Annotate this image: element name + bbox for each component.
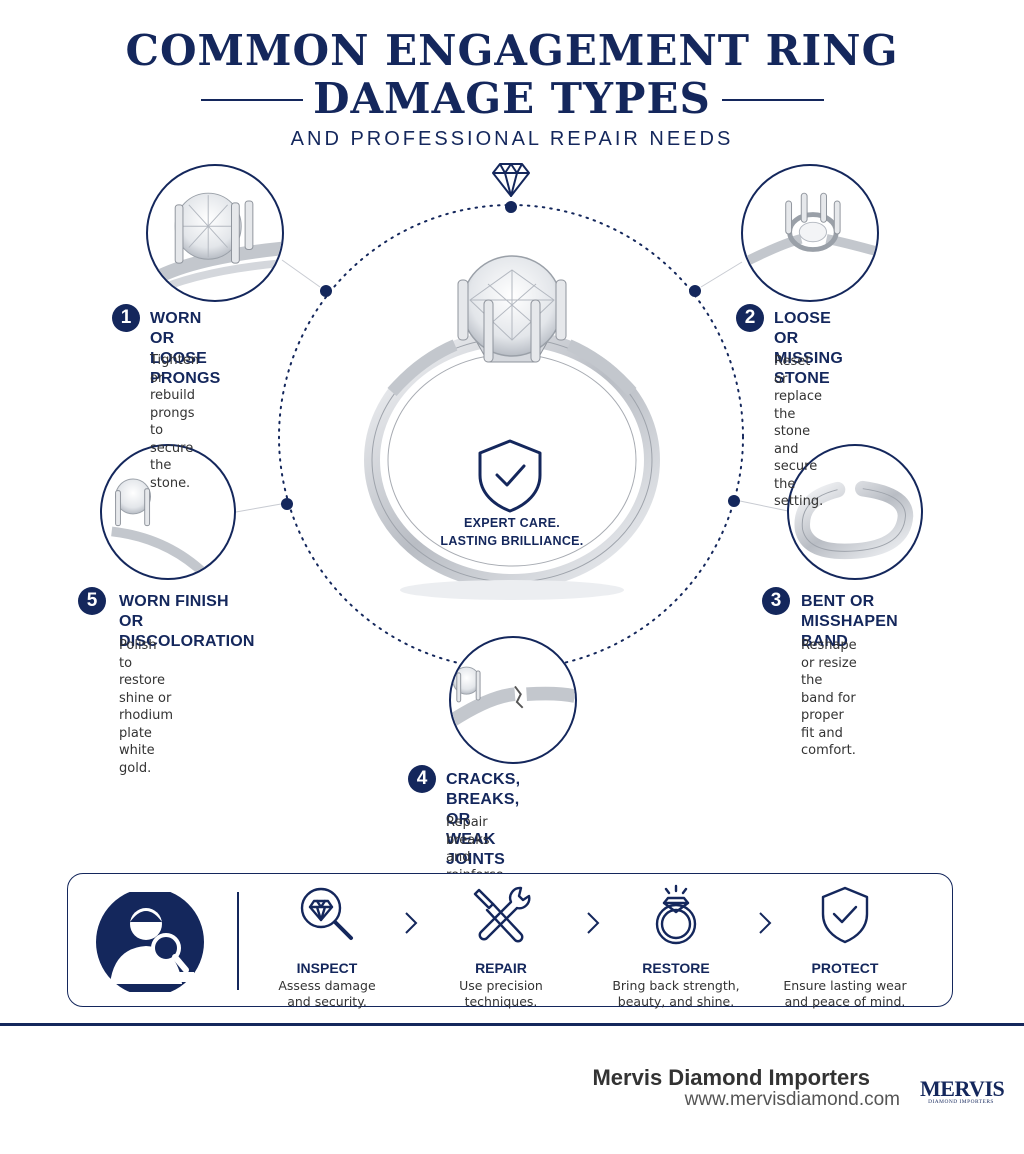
process-desc-repair: Use precision techniques.: [459, 978, 543, 1009]
thumb-cracks: [449, 636, 577, 764]
process-divider: [237, 892, 239, 990]
process-label-inspect: INSPECT: [296, 960, 358, 976]
damage-number-4: 4: [408, 765, 436, 793]
chevron-right-icon: [759, 912, 772, 934]
title-rule-left: [201, 99, 303, 101]
main-title-line1: COMMON ENGAGEMENT RING: [125, 26, 899, 75]
process-label-repair: REPAIR: [475, 960, 527, 976]
subtitle: AND PROFESSIONAL REPAIR NEEDS: [290, 128, 734, 150]
connector-5: [235, 503, 282, 513]
thumb-missing-stone: [741, 164, 879, 302]
process-step-restore: RESTORE Bring back strength, beauty, and…: [591, 884, 761, 1010]
damage-title-5: WORN FINISH OR DISCOLORATION: [119, 593, 255, 650]
center-tagline-line2: LASTING BRILLIANCE.: [440, 534, 584, 548]
damage-title-4: CRACKS, BREAKS, OR WEAK JOINTS: [446, 771, 521, 868]
damage-desc-1: Tighten or rebuild prongs to secure the …: [150, 353, 199, 491]
thumb-worn-finish: [100, 444, 236, 580]
shield-check-icon: [478, 439, 542, 513]
process-label-protect: PROTECT: [811, 960, 879, 976]
center-ring-illustration: [364, 255, 660, 600]
chevron-right-icon: [587, 912, 600, 934]
orbit-node-5: [281, 498, 293, 510]
process-step-protect: PROTECT Ensure lasting wear and peace of…: [760, 884, 930, 1010]
orbit-node-3: [728, 495, 740, 507]
center-tagline-line1: EXPERT CARE.: [464, 516, 560, 530]
process-label-restore: RESTORE: [642, 960, 710, 976]
process-desc-restore: Bring back strength, beauty, and shine.: [612, 978, 740, 1009]
damage-number-5: 5: [78, 587, 106, 615]
orbit-node-top: [505, 201, 517, 213]
connector-3: [739, 500, 789, 512]
logo-subtext: DIAMOND IMPORTERS: [928, 1099, 994, 1105]
diagram-canvas: [235, 163, 789, 670]
thumb-bent-band: [787, 444, 923, 580]
process-desc-protect: Ensure lasting wear and peace of mind.: [783, 978, 907, 1009]
damage-number-1: 1: [112, 304, 140, 332]
logo-wordmark: MERVIS: [920, 1076, 1005, 1101]
damage-number-2: 2: [736, 304, 764, 332]
chevron-right-icon: [405, 912, 418, 934]
title-rule-right: [722, 99, 824, 101]
orbit-node-2: [689, 285, 701, 297]
connector-1: [281, 259, 321, 288]
diamond-icon: [492, 163, 530, 197]
tools-icon: [473, 886, 531, 943]
company-logo: MERVIS DIAMOND IMPORTERS: [920, 1076, 1005, 1108]
magnifier-diamond-icon: [300, 887, 353, 940]
process-desc-inspect: Assess damage and security.: [278, 978, 376, 1009]
damage-title-2: LOOSE OR MISSING STONE: [774, 310, 843, 387]
damage-desc-3: Reshape or resize the band for proper fi…: [801, 638, 857, 758]
technician-icon: [96, 892, 204, 992]
dotted-orbit: [278, 204, 744, 670]
shield-check-icon: [821, 886, 869, 944]
process-step-inspect: INSPECT Assess damage and security.: [242, 884, 412, 1010]
thumb-worn-prongs: [146, 164, 284, 302]
orbit-node-1: [320, 285, 332, 297]
damage-number-3: 3: [762, 587, 790, 615]
damage-title-3: BENT OR MISSHAPEN BAND: [801, 593, 898, 650]
ring-icon: [655, 884, 697, 945]
footer-rule: [0, 1023, 1024, 1026]
process-panel: INSPECT Assess damage and security. REPA…: [67, 873, 953, 1010]
damage-desc-2: Reset or replace the stone and secure th…: [774, 354, 824, 509]
process-step-repair: REPAIR Use precision techniques.: [416, 884, 586, 1010]
connector-2: [700, 261, 743, 288]
main-title-line2: DAMAGE TYPES: [313, 74, 711, 123]
company-name: Mervis Diamond Importers: [592, 1065, 870, 1090]
damage-title-1: WORN OR LOOSE PRONGS: [150, 310, 221, 387]
damage-desc-5: Polish to restore shine or rhodium plate…: [119, 638, 174, 776]
website-link[interactable]: www.mervisdiamond.com: [684, 1089, 900, 1110]
